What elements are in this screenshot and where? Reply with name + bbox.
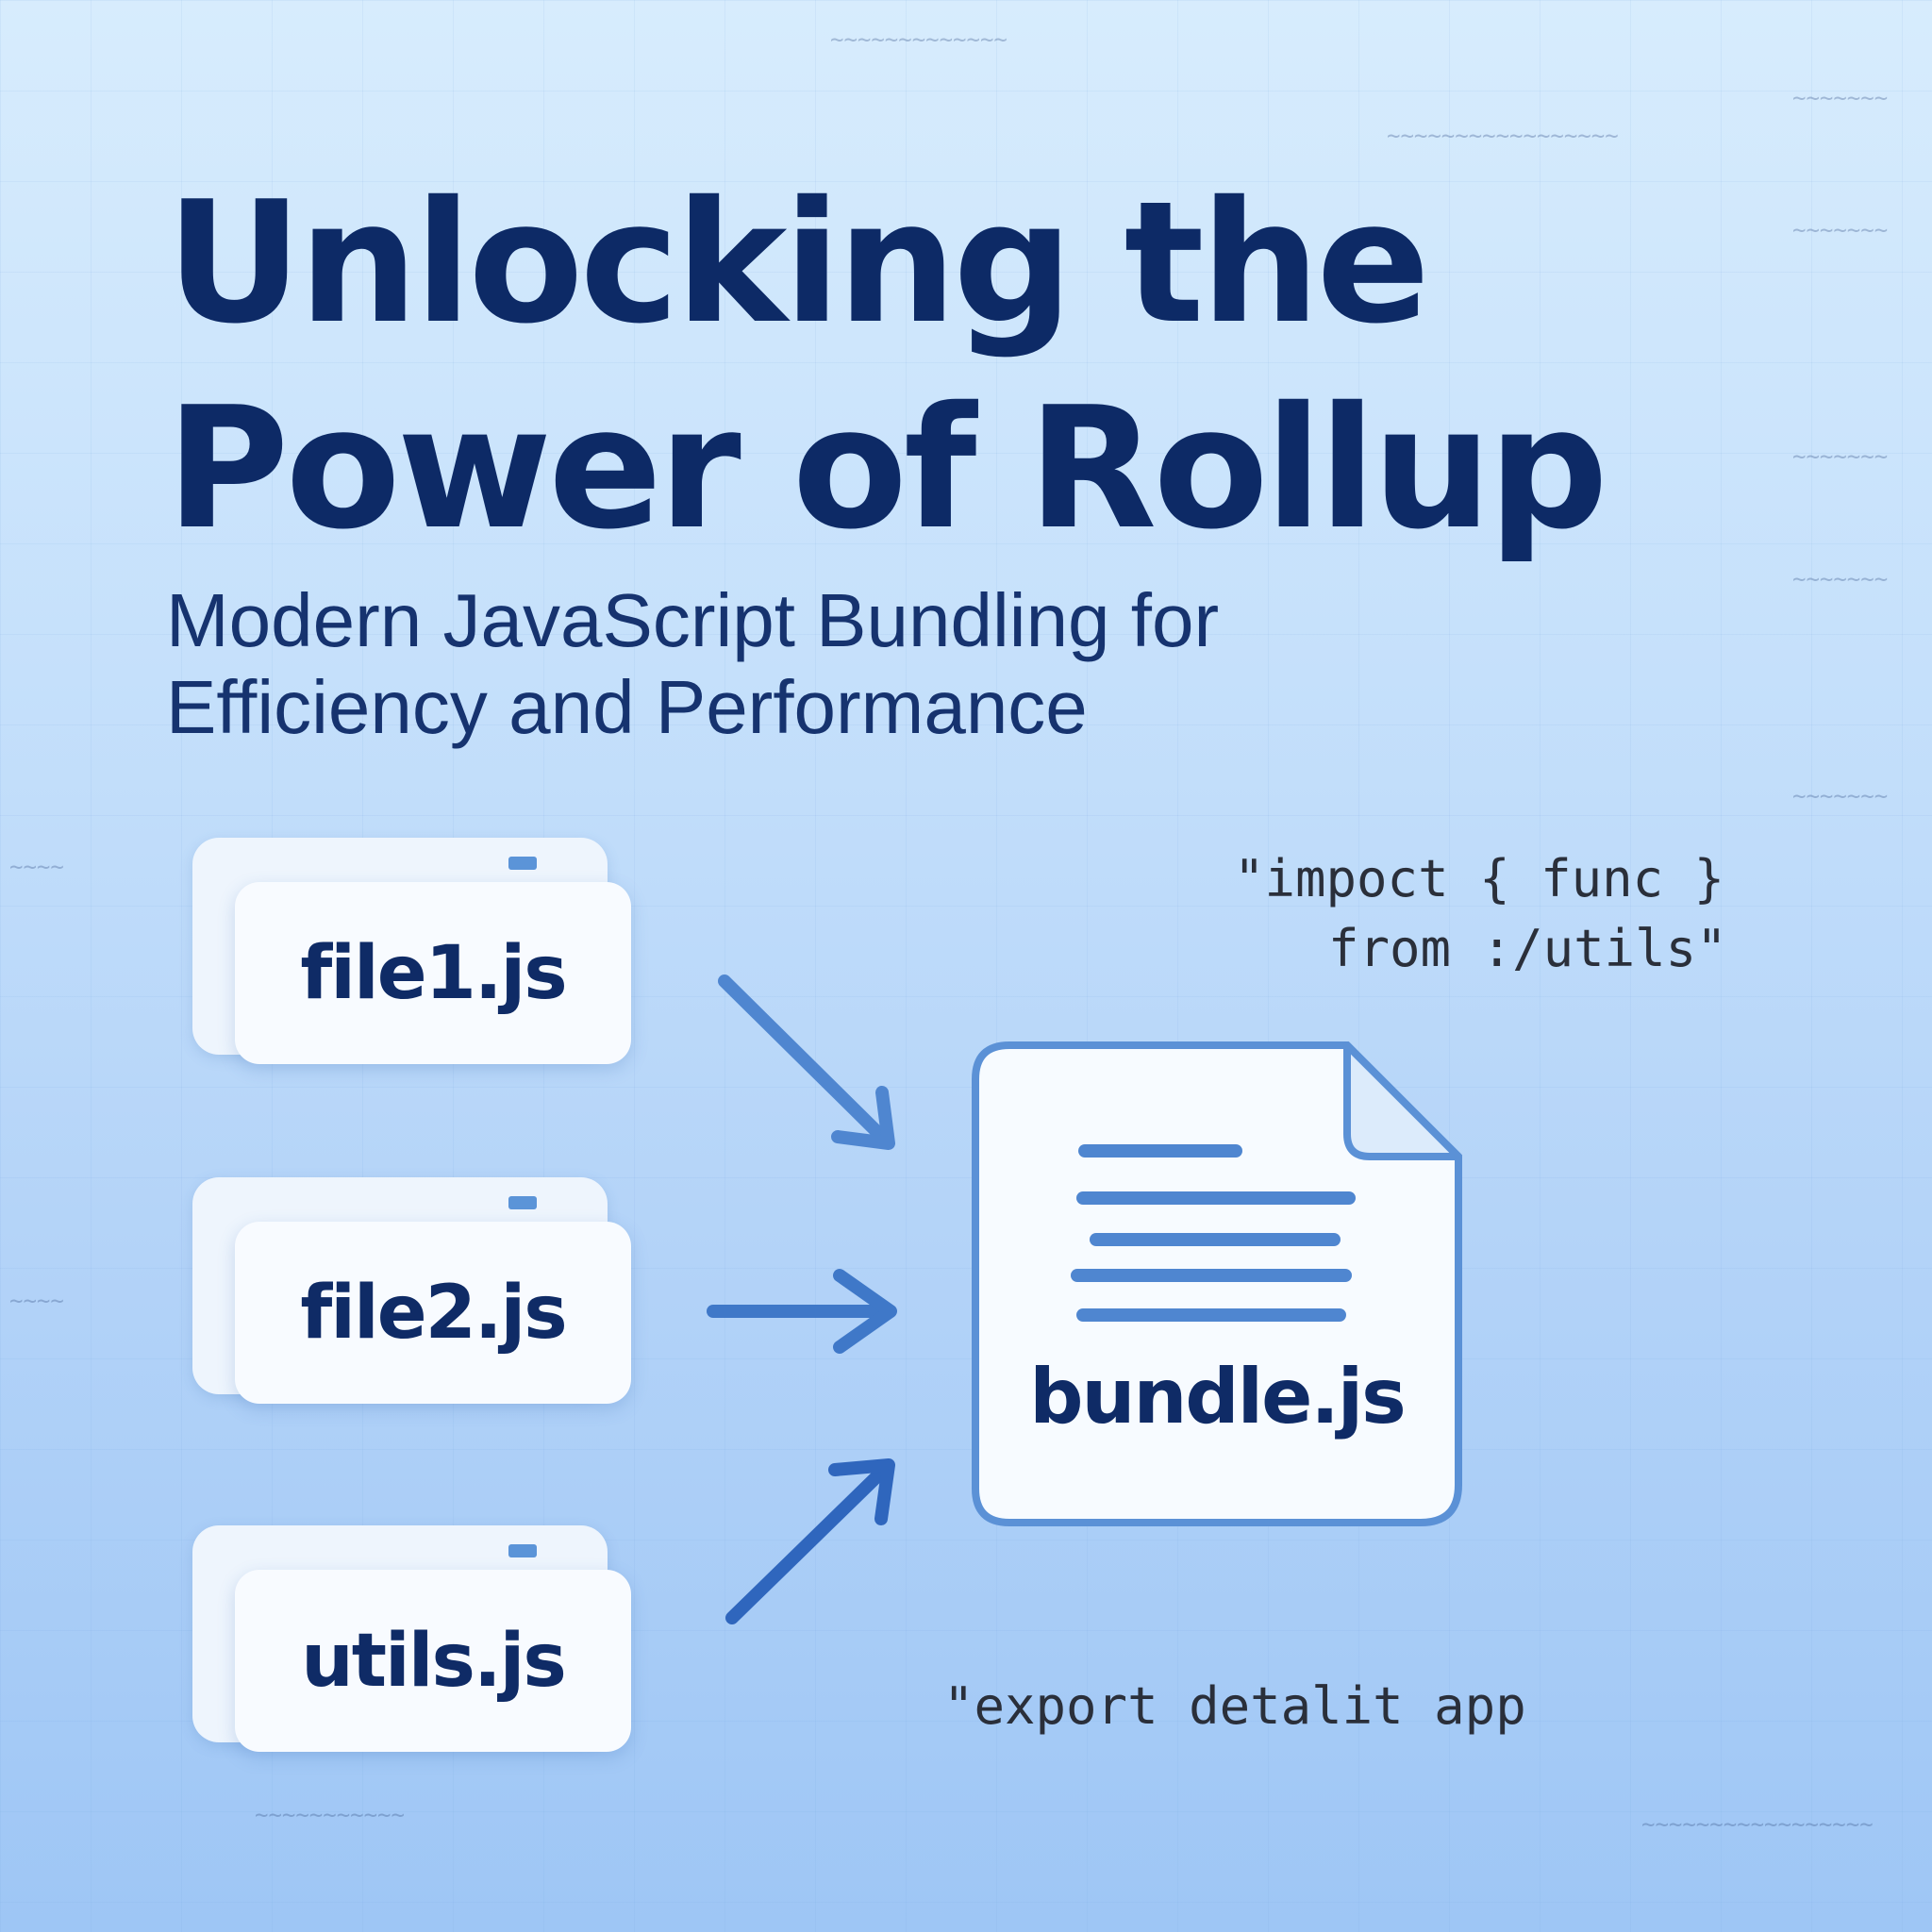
background-code-mark: ~~~~~~~ bbox=[1792, 783, 1889, 809]
background-code-mark: ~~~~~~~~~~~~~~~~~ bbox=[1387, 123, 1619, 149]
background-code-mark: ~~~~~~~ bbox=[1792, 85, 1889, 111]
source-file-card-utils: utils.js bbox=[192, 1525, 631, 1752]
file-card-label: utils.js bbox=[301, 1618, 567, 1704]
background-code-mark: ~~~~~~~~~~~~~ bbox=[830, 26, 1008, 53]
file-card-label: file2.js bbox=[300, 1270, 567, 1356]
page-subtitle-line-2: Efficiency and Performance bbox=[166, 665, 1088, 749]
file-tab-icon bbox=[508, 1544, 537, 1557]
background-code-mark: ~~~~~~~ bbox=[1792, 566, 1889, 592]
background-code-mark: ~~~~~~~~~~~ bbox=[255, 1802, 405, 1828]
source-file-card-file1: file1.js bbox=[192, 838, 631, 1064]
bundle-document-icon bbox=[972, 1041, 1462, 1526]
arrow-file1-to-bundle bbox=[718, 974, 895, 1150]
file-tab-icon bbox=[508, 857, 537, 870]
background-code-mark: ~~~~~~~~~~~~~~~~~ bbox=[1641, 1811, 1874, 1838]
background-code-mark: ~~~~ bbox=[9, 1288, 64, 1314]
file-card-front bbox=[235, 882, 631, 1064]
arrow-file2-to-bundle bbox=[707, 1269, 897, 1354]
code-snippet-import-line-1: "impoct { func } bbox=[1234, 849, 1725, 908]
bundle-file-label: bundle.js bbox=[1029, 1353, 1407, 1441]
page-title-line-2: Power of Rollup bbox=[166, 371, 1608, 566]
page-title-line-1: Unlocking the bbox=[166, 165, 1430, 360]
bundle-file: bundle.js bbox=[972, 1041, 1462, 1527]
background-code-mark: ~~~~~~~ bbox=[1792, 443, 1889, 470]
background-code-mark: ~~~~~~~ bbox=[1792, 217, 1889, 243]
page-subtitle: Modern JavaScript Bundling for Efficienc… bbox=[166, 577, 1487, 751]
file-card-front bbox=[235, 1222, 631, 1404]
code-snippet-import-line-2: from :/utils" bbox=[1328, 919, 1727, 978]
file-card-label: file1.js bbox=[300, 930, 567, 1016]
file-card-front bbox=[235, 1570, 631, 1752]
code-snippet-export: "export detalit app bbox=[943, 1676, 1526, 1736]
background-code-mark: ~~~~ bbox=[9, 854, 64, 880]
source-file-card-file2: file2.js bbox=[192, 1177, 631, 1404]
page-subtitle-line-1: Modern JavaScript Bundling for bbox=[166, 578, 1220, 662]
arrow-utils-to-bundle bbox=[725, 1458, 895, 1624]
file-tab-icon bbox=[508, 1196, 537, 1209]
page-title: Unlocking the Power of Rollup bbox=[166, 160, 1770, 572]
